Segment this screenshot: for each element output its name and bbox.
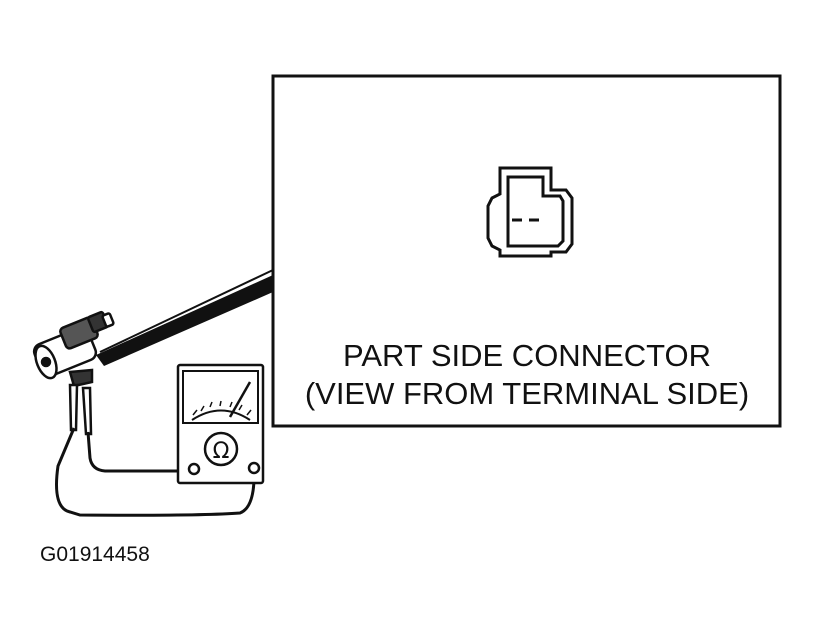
test-leads — [55, 427, 256, 517]
zoom-beam — [96, 275, 273, 366]
zoom-beam-edge — [99, 269, 274, 353]
sensor-part-icon — [32, 310, 115, 388]
callout-label-line1: PART SIDE CONNECTOR — [342, 338, 712, 373]
callout-box — [271, 74, 782, 428]
connector-face-icon — [486, 166, 574, 258]
figure-id: G01914458 — [40, 543, 150, 566]
callout-label-line2: (VIEW FROM TERMINAL SIDE) — [304, 376, 750, 411]
test-probes — [68, 383, 93, 436]
ohm-symbol: Ω — [213, 439, 230, 464]
ohmmeter-icon — [176, 363, 265, 485]
